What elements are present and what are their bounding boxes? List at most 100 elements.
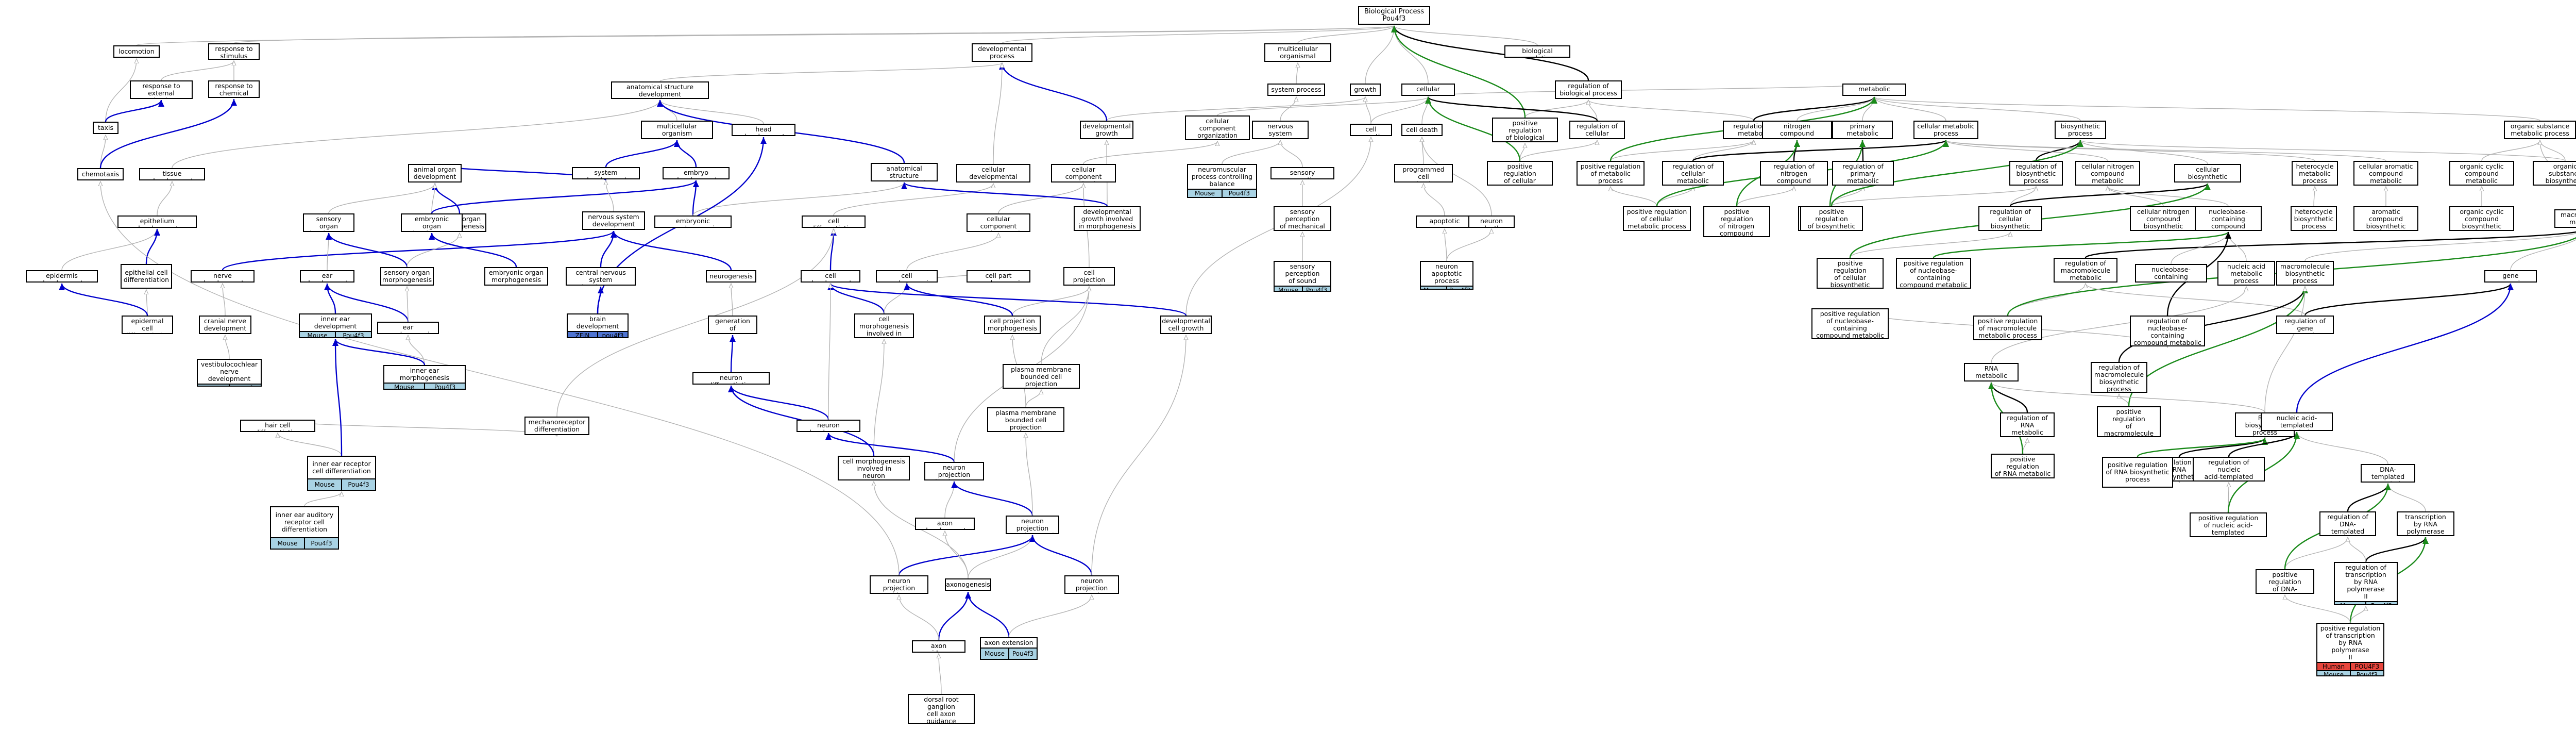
species-cell[interactable]: Mouse	[277, 540, 298, 547]
go-term-n-comp-metab[interactable]: nitrogen compound metabolic process	[1762, 121, 1832, 139]
go-term-pos-reg-na-templ[interactable]: positive regulation of nucleic acid-temp…	[2190, 512, 2267, 537]
go-term-reg-nucl-metab[interactable]: regulation of nucleobase-containing comp…	[2130, 316, 2205, 346]
go-term-sens-perc[interactable]: sensory perception	[1270, 167, 1334, 179]
go-term-cell-proj-morph2[interactable]: cell projection morphogenesis	[984, 316, 1041, 334]
go-term-nerve-dev[interactable]: nerve development	[191, 270, 255, 283]
go-term-cell-proj-morph[interactable]: cell part morphogenesis	[967, 270, 1030, 283]
go-term-cell-proj-org[interactable]: cell projection organization	[1063, 267, 1115, 286]
species-cell[interactable]: Mouse	[1195, 190, 1215, 197]
go-term-cell-morph[interactable]: cell morphogenesis	[876, 270, 938, 283]
go-term-biosyn[interactable]: biosynthetic process	[2055, 121, 2106, 139]
go-term-dna-templ[interactable]: DNA-templated transcription	[2361, 464, 2415, 483]
go-term-nucl-metab[interactable]: nucleobase-containing compound metabolic…	[2195, 206, 2262, 231]
go-term-reg-macro-biosyn[interactable]: regulation of macromolecule biosynthetic…	[2091, 362, 2147, 393]
go-term-reg-gene-expr[interactable]: regulation of gene expression	[2276, 316, 2334, 334]
go-term-tissue-dev[interactable]: tissue development	[139, 168, 205, 180]
gene-cell[interactable]: Pou4f3	[1446, 287, 1472, 289]
go-term-org-cyc-metab[interactable]: organic cyclic compound metabolic proces…	[2449, 161, 2514, 186]
go-term-cranial-nerve[interactable]: cranial nerve development	[199, 316, 251, 334]
species-cell[interactable]: ZFIN	[575, 332, 590, 338]
go-term-prim-metab[interactable]: primary metabolic process	[1832, 121, 1893, 139]
go-term-sys-proc[interactable]: system process	[1267, 84, 1325, 96]
go-term-neuron-death[interactable]: neuron death	[1468, 215, 1515, 228]
go-term-sens-organ-morph[interactable]: sensory organ morphogenesis	[380, 267, 434, 286]
go-term-vestib-dev[interactable]: vestibulocochlear nerve developmentMouse…	[197, 359, 262, 387]
gene-cell[interactable]: Pou4f3	[1008, 649, 1037, 659]
go-term-dev-cell-growth[interactable]: developmental cell growth	[1160, 316, 1212, 334]
go-term-gene-expr[interactable]: gene expression	[2484, 270, 2537, 283]
go-term-pos-reg-transc-pol2[interactable]: positive regulation of transcription by …	[2316, 623, 2384, 676]
gene-cell[interactable]: Pou4f3	[424, 384, 465, 389]
go-term-pos-reg-cell-biosyn[interactable]: positive regulation of cellular biosynth…	[1817, 258, 1884, 289]
go-term-epith-dev[interactable]: epithelium development	[117, 215, 197, 228]
gene-cell[interactable]: Pou4f3	[1222, 190, 1256, 197]
go-term-pos-reg-macro-metab[interactable]: positive regulation of macromolecule met…	[1973, 316, 2042, 340]
go-term-embryo-dev[interactable]: embryo development	[663, 167, 730, 179]
gene-cell[interactable]: Pou4f3	[2350, 671, 2383, 675]
gene-cell[interactable]: Pou4f3	[1302, 287, 1330, 291]
go-term-axonogenesis[interactable]: axonogenesis	[945, 578, 991, 591]
go-term-axon-dev[interactable]: axon development	[915, 518, 975, 530]
go-term-growth[interactable]: growth	[1350, 84, 1381, 96]
go-term-cell-n-biosyn[interactable]: cellular nitrogen compound biosynthetic …	[2130, 206, 2197, 231]
go-term-neuron-diff[interactable]: neuron differentiation	[692, 372, 770, 385]
go-term-cell-death[interactable]: cell death	[1401, 124, 1443, 136]
go-term-dev-proc[interactable]: developmental process	[972, 43, 1032, 62]
gene-cell[interactable]: Pou4f3	[229, 385, 261, 386]
go-term-pos-reg-n-metab[interactable]: positive regulation of nitrogen compound…	[1703, 206, 1770, 237]
species-cell[interactable]: Mouse	[1421, 287, 1446, 289]
go-term-rna-metab[interactable]: RNA metabolic process	[1964, 363, 2019, 381]
go-term-macro-biosyn[interactable]: macromolecule biosynthetic process	[2276, 261, 2334, 286]
go-term-neuron-proj-guid[interactable]: neuron projection guidance	[870, 575, 928, 594]
go-term-pos-reg-macro-biosyn[interactable]: positive regulation of macromolecule bio…	[2097, 406, 2161, 437]
go-term-org-sub-biosyn[interactable]: organic substance biosynthetic process	[2533, 161, 2576, 186]
go-term-locomotion[interactable]: locomotion	[113, 45, 160, 58]
go-term-cc-org2[interactable]: cellular component organization	[1051, 164, 1116, 182]
go-term-plasma-proj-morph[interactable]: plasma membrane bounded cell projection …	[987, 407, 1064, 432]
go-term-neurogenesis[interactable]: neurogenesis	[706, 270, 756, 283]
gene-cell[interactable]: Pou4f3	[335, 332, 371, 337]
go-term-neuron-proj-dev[interactable]: neuron projection development	[924, 462, 984, 480]
go-term-neuron-dev[interactable]: neuron development	[796, 420, 860, 432]
go-term-pos-reg-rna-biosyn[interactable]: positive regulation of RNA biosynthetic …	[2102, 457, 2173, 488]
go-term-pos-reg-nucl-metab2[interactable]: positive regulation of nucleobase-contai…	[1811, 308, 1889, 339]
go-term-reg-cell-biosyn[interactable]: regulation of cellular biosynthetic proc…	[1978, 206, 2042, 231]
go-term-cc-org[interactable]: cellular component organization or bioge…	[1185, 115, 1250, 140]
go-term-dorsal-root[interactable]: dorsal root ganglion cell axon guidanceM…	[908, 694, 975, 724]
go-term-sens-perc-mech[interactable]: sensory perception of mechanical stimulu…	[1274, 206, 1331, 231]
species-cell[interactable]: Mouse	[2324, 671, 2344, 676]
go-term-head-dev[interactable]: head development	[732, 124, 795, 136]
go-term-reg-na-templ[interactable]: regulation of nucleic acid-templated tra…	[2193, 457, 2265, 482]
species-cell[interactable]: Mouse	[2335, 602, 2365, 604]
go-term-arom-metab[interactable]: cellular aromatic compound metabolic pro…	[2353, 161, 2418, 186]
go-term-sens-organ-dev[interactable]: sensory organ development	[303, 213, 354, 232]
go-term-cell-metab[interactable]: cellular metabolic process	[1913, 121, 1978, 139]
species-cell[interactable]: Mouse	[198, 385, 229, 386]
go-term-cell-biosyn[interactable]: cellular biosynthetic process	[2174, 164, 2241, 182]
go-term-pos-reg-cell-metab[interactable]: positive regulation of cellular metaboli…	[1623, 206, 1691, 231]
species-cell[interactable]: Mouse	[1278, 287, 1298, 292]
go-term-inner-ear-aud[interactable]: inner ear auditory receptor cell differe…	[270, 506, 339, 550]
go-term-pos-reg-nucl-metab[interactable]: positive regulation of nucleobase-contai…	[1896, 258, 1971, 289]
go-term-pos-reg-bio[interactable]: positive regulation of biological proces…	[1492, 118, 1558, 142]
go-term-cns-dev[interactable]: central nervous system development	[566, 267, 636, 286]
go-term-pos-reg-biosyn[interactable]: positive regulation of biosynthetic proc…	[1800, 206, 1863, 231]
go-term-multi-org-dev[interactable]: multicellular organism development	[641, 121, 713, 139]
go-term-embryo-morph[interactable]: embryonic morphogenesis	[654, 215, 732, 228]
go-term-ear-dev[interactable]: ear development	[300, 270, 354, 283]
go-term-cell-diff[interactable]: cell differentiation	[802, 215, 866, 228]
go-term-na-metab[interactable]: nucleic acid metabolic process	[2217, 261, 2275, 286]
go-term-ns-proc[interactable]: nervous system process	[1252, 121, 1309, 139]
go-term-cell-dev-proc[interactable]: cellular developmental process	[956, 164, 1030, 182]
go-term-embryo-organ-morph[interactable]: embryonic organ morphogenesis	[484, 267, 548, 286]
go-term-hetero-biosyn[interactable]: heterocycle biosynthetic process	[2291, 206, 2337, 231]
go-term-pos-reg-dna-templ[interactable]: positive regulation of DNA-templated tra…	[2256, 569, 2314, 594]
go-term-anim-organ-dev[interactable]: animal organ development	[408, 164, 462, 182]
go-term-macro-metab[interactable]: macromolecule metabolic process	[2554, 209, 2576, 228]
go-term-reg-cell-metab[interactable]: regulation of cellular metabolic process	[1662, 161, 1724, 186]
go-term-reg-dna-templ[interactable]: regulation of DNA-templated transcriptio…	[2319, 511, 2376, 536]
go-term-arom-biosyn[interactable]: aromatic compound biosynthetic process	[2353, 206, 2418, 231]
